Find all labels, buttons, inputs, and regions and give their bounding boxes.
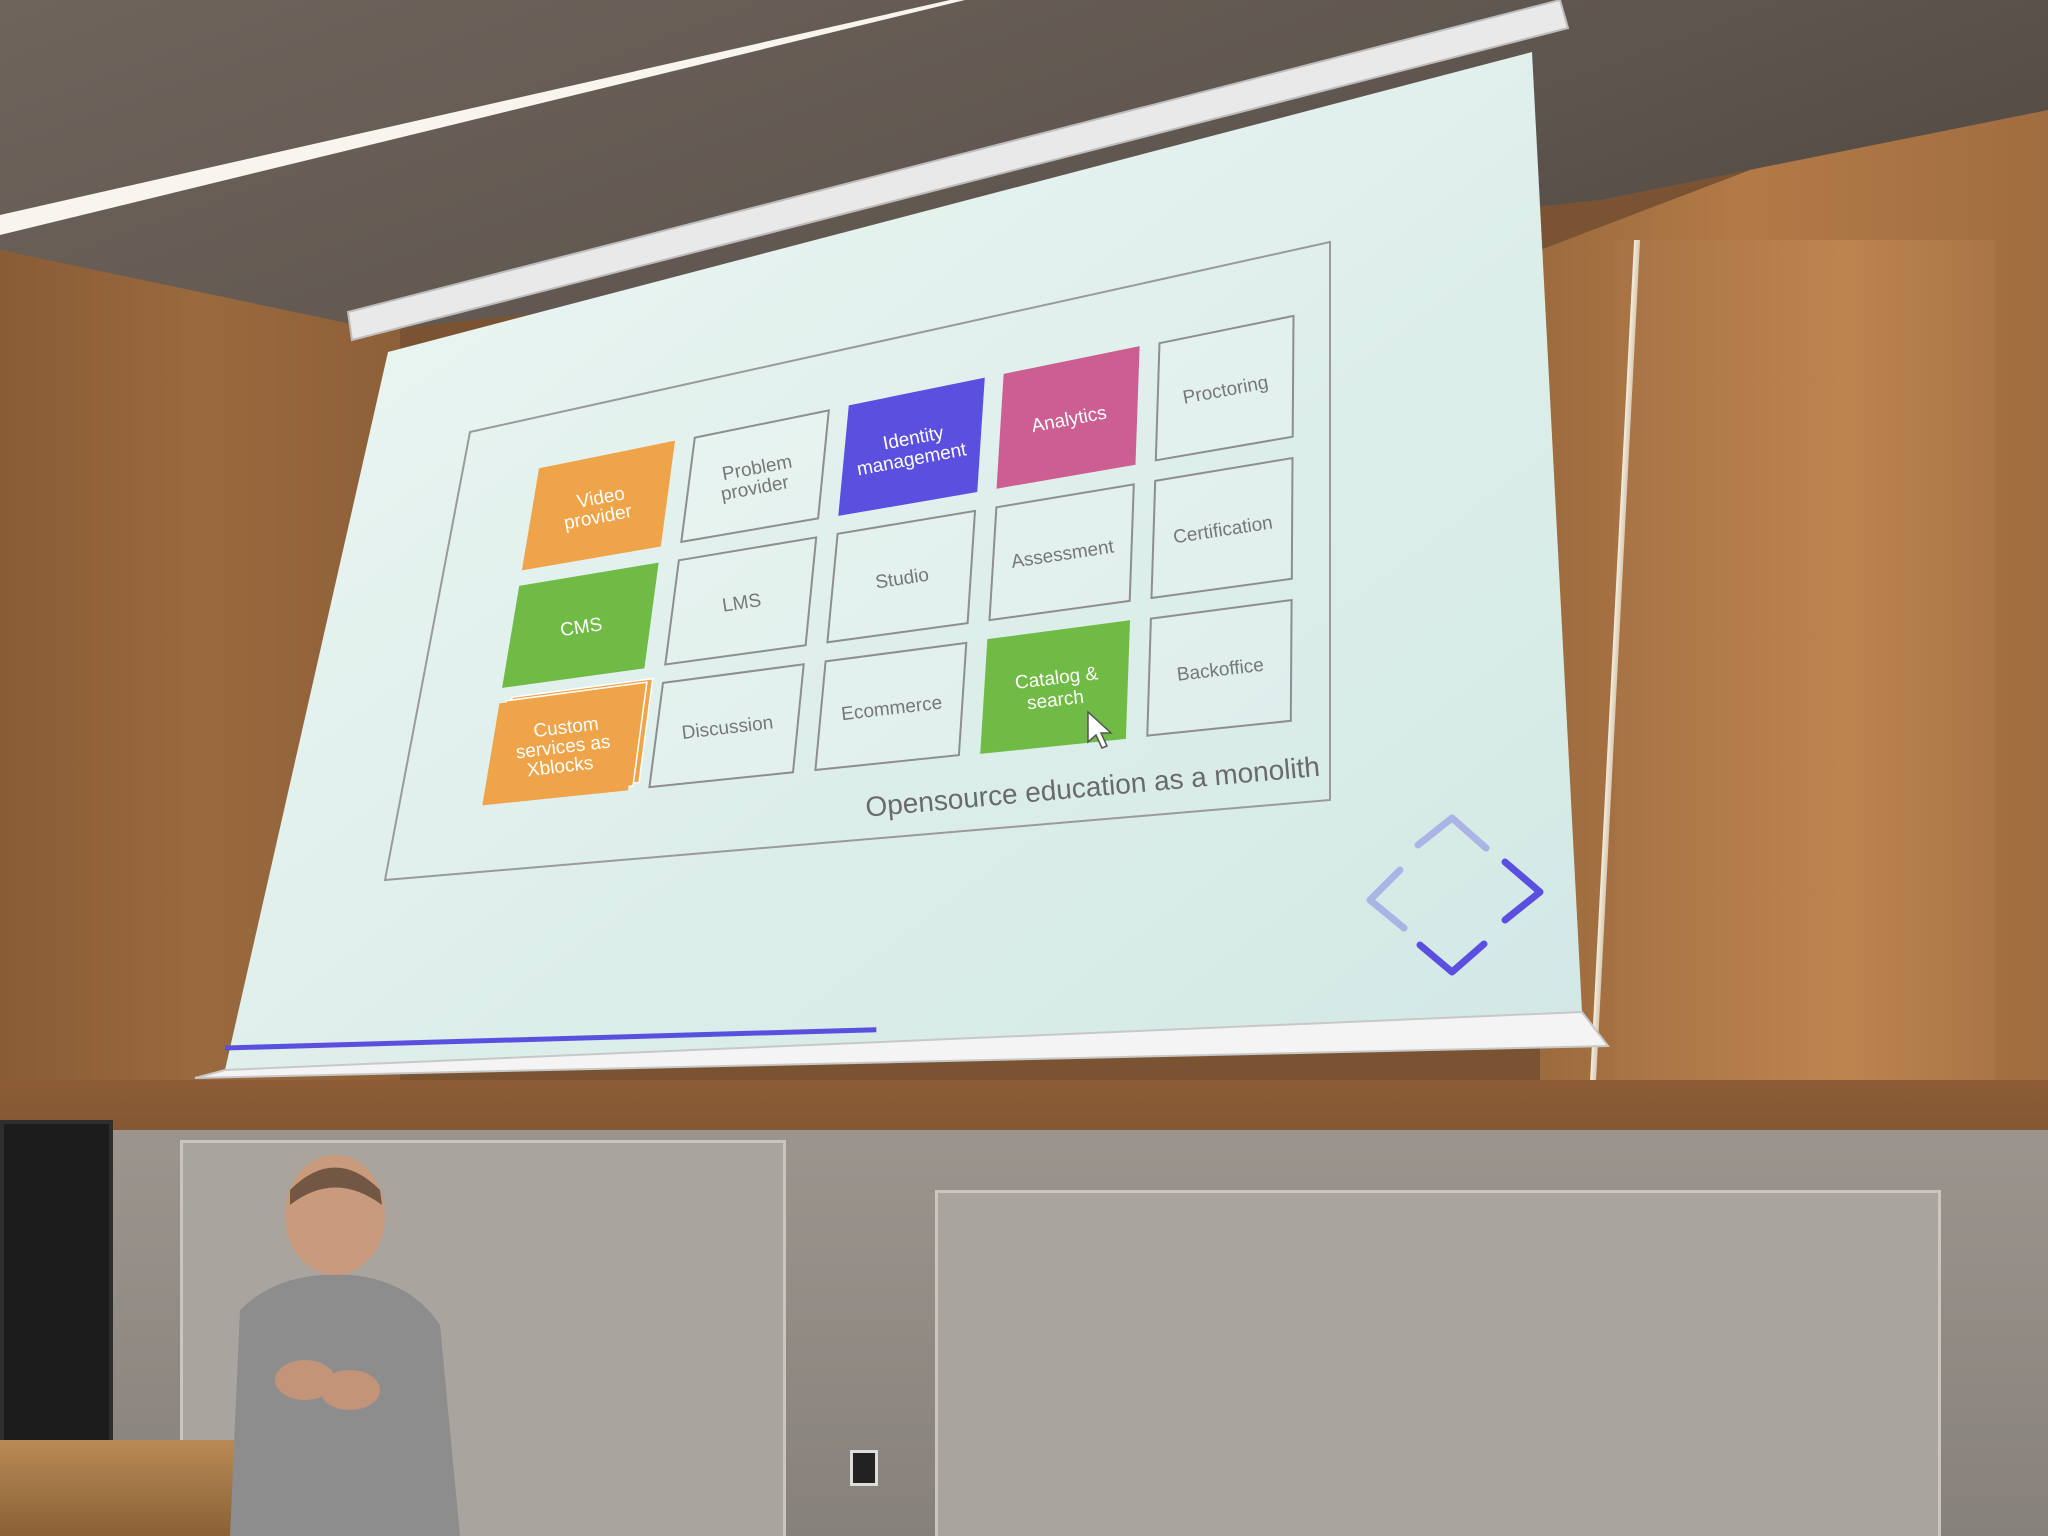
speaker	[230, 1155, 460, 1536]
tile-proctoring: Proctoring	[1154, 314, 1295, 462]
ceiling-light	[0, 0, 965, 235]
whiteboard-right	[935, 1190, 1941, 1536]
tile-analytics: Analytics	[996, 346, 1140, 489]
diagram-frame	[383, 240, 1331, 882]
tile-discussion: Discussion	[648, 663, 805, 789]
tile-studio: Studio	[826, 509, 977, 644]
tile-assessment: Assessment	[988, 483, 1135, 622]
slide-surface	[225, 52, 1582, 1070]
tile-lms: LMS	[664, 536, 818, 666]
wall-outlet	[850, 1450, 878, 1486]
stage-monitor	[0, 1120, 113, 1458]
tile-certification: Certification	[1150, 456, 1294, 600]
tile-cms: CMS	[502, 562, 659, 688]
slide-progress-bar	[224, 1027, 877, 1051]
tile-ecommerce: Ecommerce	[814, 641, 968, 772]
slide-logo-icon	[1366, 814, 1544, 976]
mouse-cursor-icon	[1087, 710, 1113, 749]
tile-backoffice: Backoffice	[1146, 598, 1293, 737]
right-wood-panel	[1615, 240, 1995, 1160]
